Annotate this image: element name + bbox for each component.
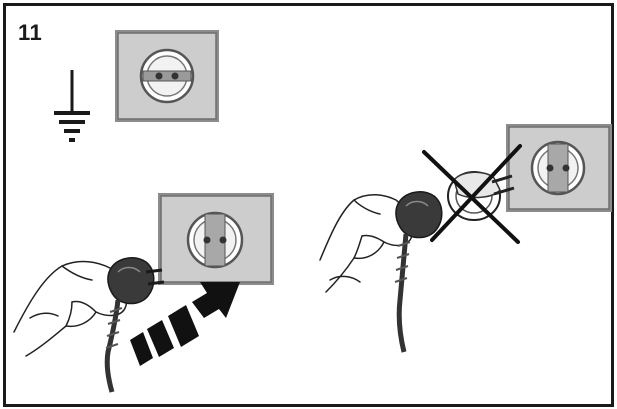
wall-socket-icon bbox=[158, 193, 274, 285]
ground-symbol-icon bbox=[54, 70, 90, 140]
wall-socket-icon bbox=[115, 30, 219, 122]
wall-socket-icon bbox=[506, 124, 612, 212]
grounded-plug-icon bbox=[395, 192, 442, 352]
